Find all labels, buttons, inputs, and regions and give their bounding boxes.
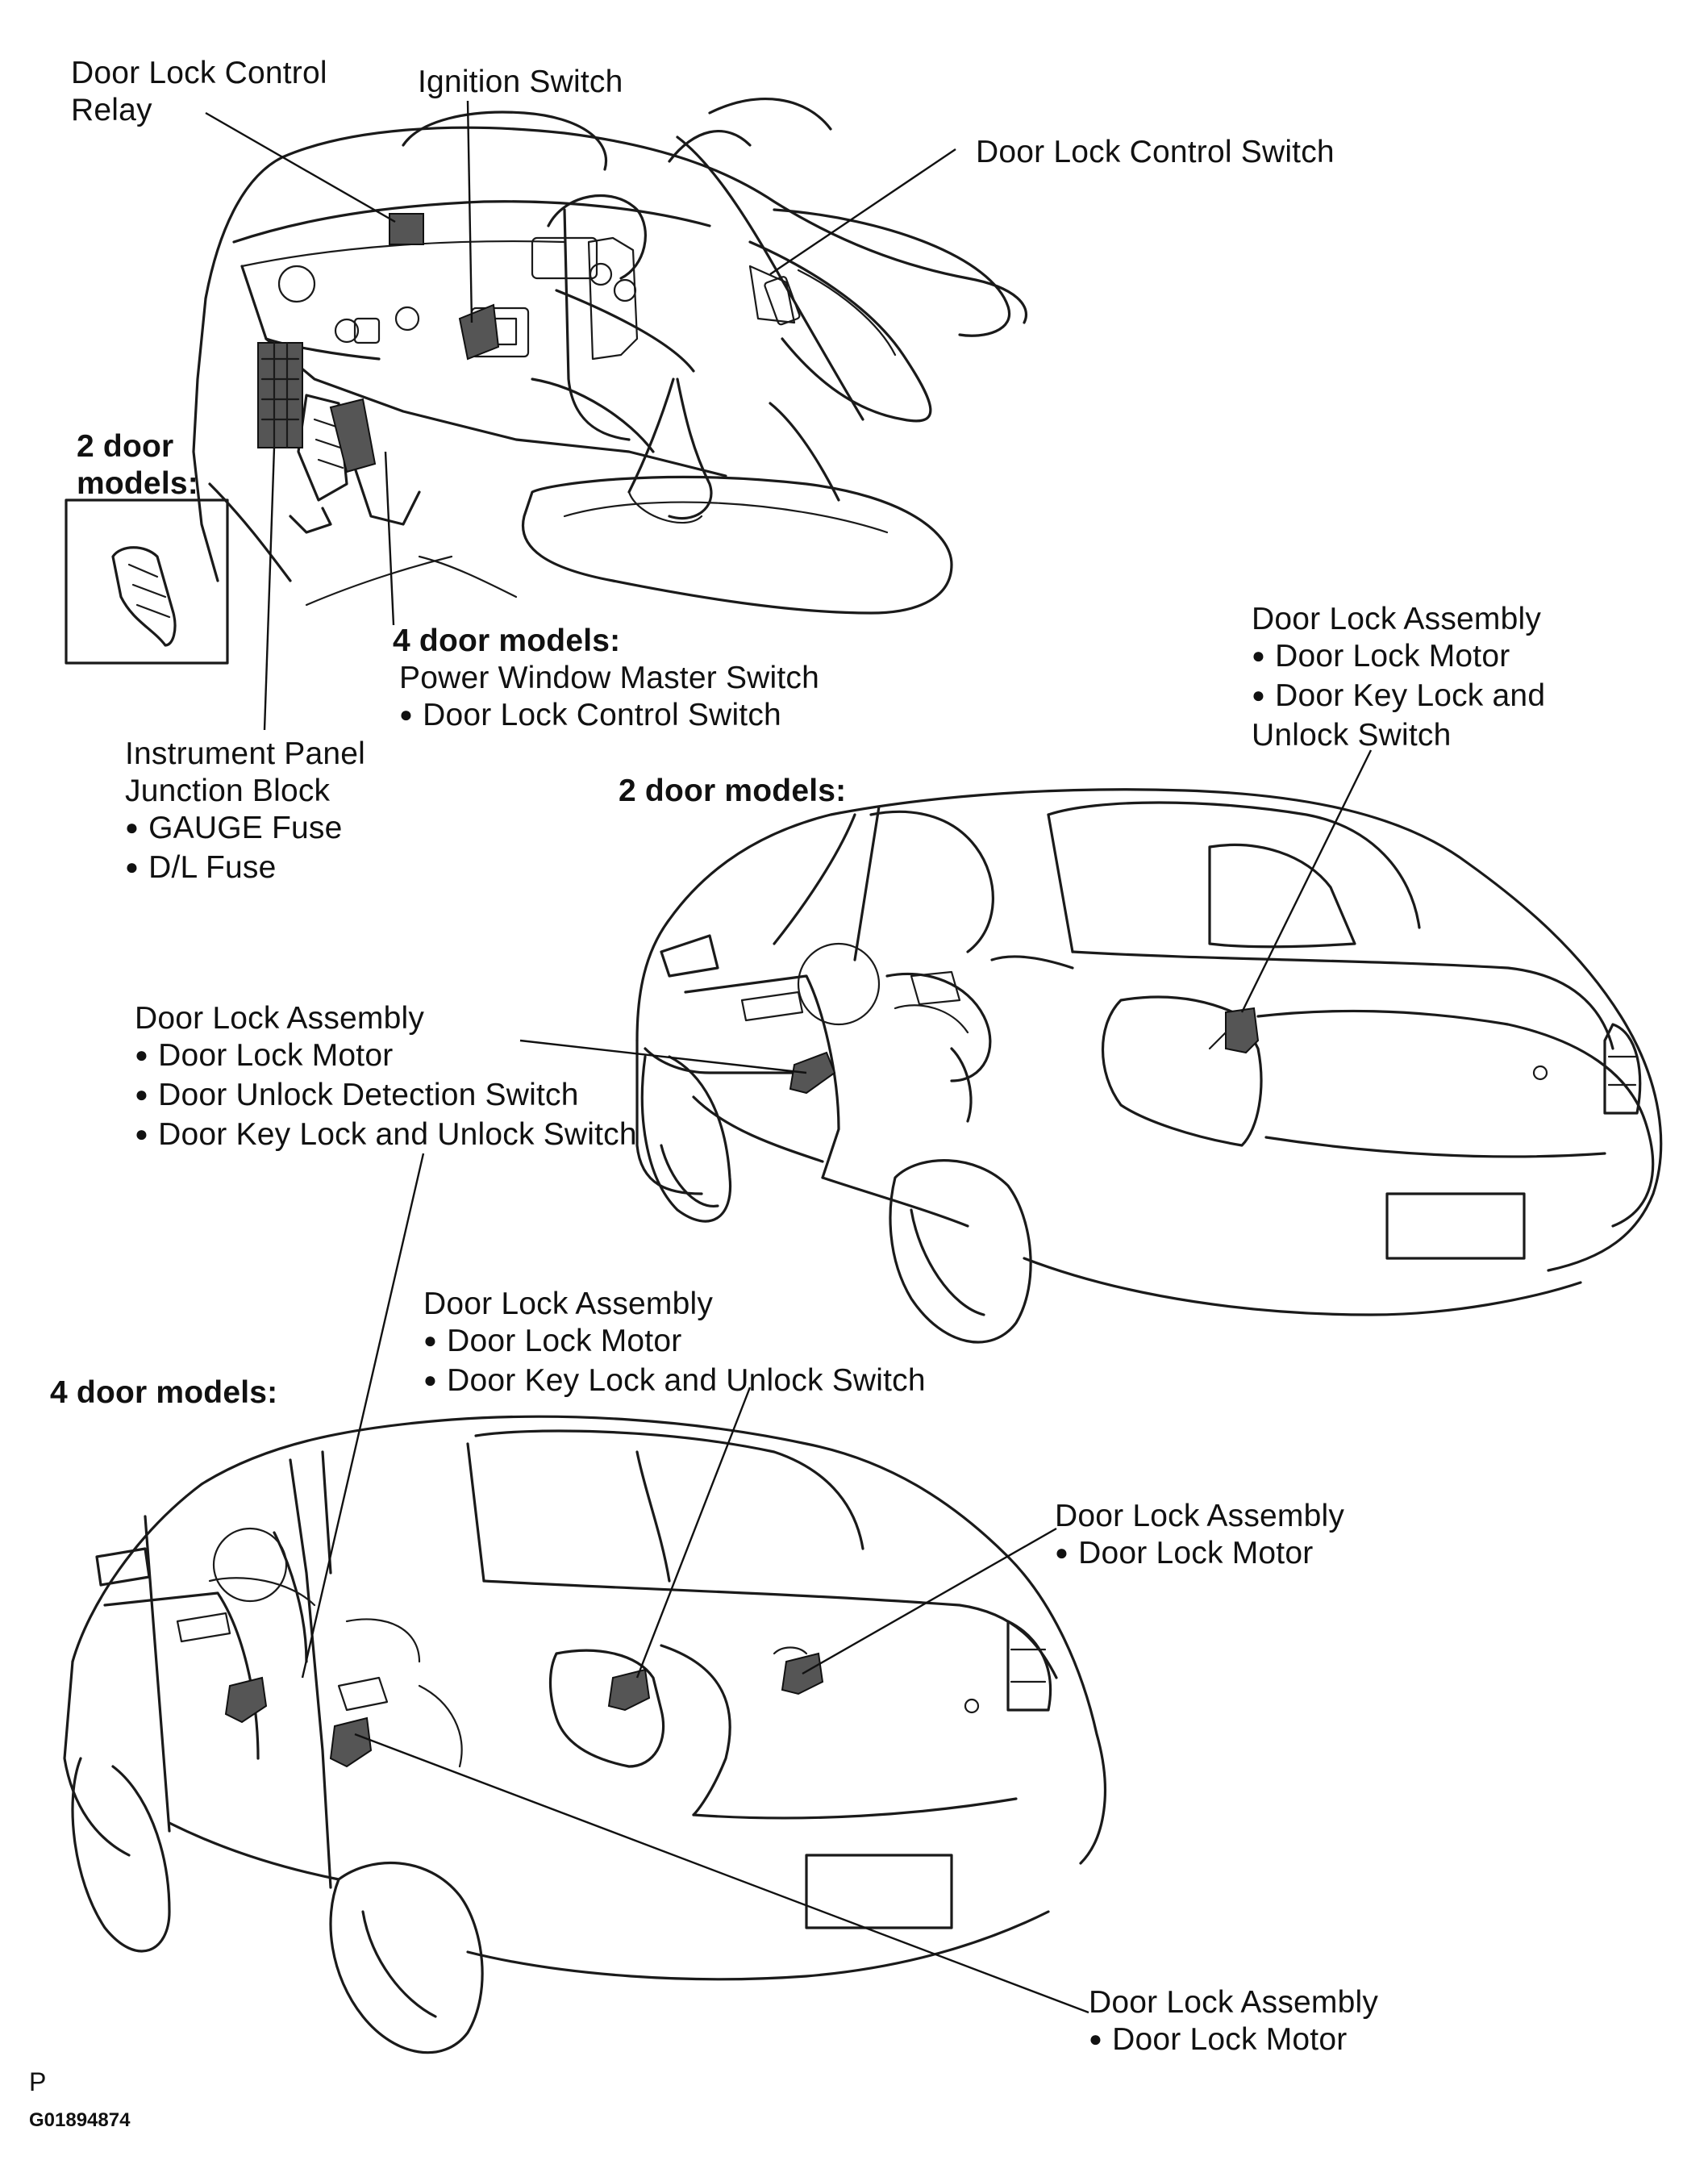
junction-block-line-1: Instrument Panel [125,736,366,771]
two-door-car-drawing [635,788,1663,1344]
door-lock-control-switch-label: Door Lock Control Switch [976,135,1335,169]
relay-label-line-1: Door Lock Control [71,56,327,90]
two-door-rear-door-lock-assembly-label: Door Lock Assembly Door Lock Motor Door … [1252,601,1545,754]
door-lock-control-relay-label: Door Lock Control Relay [71,55,327,129]
front-door-lock-assembly-label: Door Lock Assembly Door Lock Motor Door … [135,1000,637,1156]
rear-right-motor-bullet: Door Lock Motor [1055,1535,1344,1574]
gauge-fuse-bullet: GAUGE Fuse [125,810,365,849]
relay-label-line-2: Relay [71,93,152,127]
two-door-inset-heading-line-1: 2 door [77,429,174,464]
front-assembly-title: Door Lock Assembly [135,1001,425,1036]
two-door-inset-heading-line-2: models: [77,466,198,501]
two-door-rear-assembly-tail: Unlock Switch [1252,718,1452,753]
interior-dashboard-drawing [192,98,1028,615]
corner-letter: P [29,2067,47,2096]
two-door-rear-motor-bullet: Door Lock Motor [1252,638,1545,678]
power-window-master-switch-label: 4 door models: Power Window Master Switc… [393,623,819,736]
two-door-car-heading: 2 door models: [619,774,847,808]
two-door-switch-inset [65,498,229,665]
rear-left-door-lock-assembly-label: Door Lock Assembly Door Lock Motor [1089,1984,1378,2061]
rear-right-assembly-title: Door Lock Assembly [1055,1499,1345,1533]
front-unlock-detection-bullet: Door Unlock Detection Switch [135,1077,637,1116]
two-door-rear-key-lock-bullet: Door Key Lock and [1252,678,1545,717]
four-door-front-key-lock-bullet: Door Key Lock and Unlock Switch [423,1362,926,1402]
rear-left-assembly-title: Door Lock Assembly [1089,1985,1379,2020]
four-door-front-assembly-title: Door Lock Assembly [423,1287,714,1321]
four-door-front-motor-bullet: Door Lock Motor [423,1323,926,1362]
figure-code: G01894874 [29,2109,131,2131]
four-door-front-door-lock-assembly-label: Door Lock Assembly Door Lock Motor Door … [423,1286,926,1402]
ignition-switch-label: Ignition Switch [418,65,623,99]
rear-right-door-lock-assembly-label: Door Lock Assembly Door Lock Motor [1055,1498,1344,1574]
rear-left-motor-bullet: Door Lock Motor [1089,2021,1378,2061]
two-door-inset-heading: 2 door models: [77,428,198,503]
four-door-pwms-bullet-1: Door Lock Control Switch [393,697,819,736]
four-door-car-heading: 4 door models: [50,1375,278,1410]
instrument-panel-junction-block-label: Instrument Panel Junction Block GAUGE Fu… [125,736,365,889]
four-door-pwms-heading: 4 door models: [393,624,621,658]
four-door-pwms-line-1: Power Window Master Switch [399,661,820,695]
front-motor-bullet: Door Lock Motor [135,1037,637,1077]
dl-fuse-bullet: D/L Fuse [125,849,365,889]
four-door-car-drawing [63,1415,1107,2054]
front-key-lock-bullet: Door Key Lock and Unlock Switch [135,1116,637,1156]
junction-block-line-2: Junction Block [125,774,331,808]
two-door-rear-assembly-title: Door Lock Assembly [1252,602,1542,636]
